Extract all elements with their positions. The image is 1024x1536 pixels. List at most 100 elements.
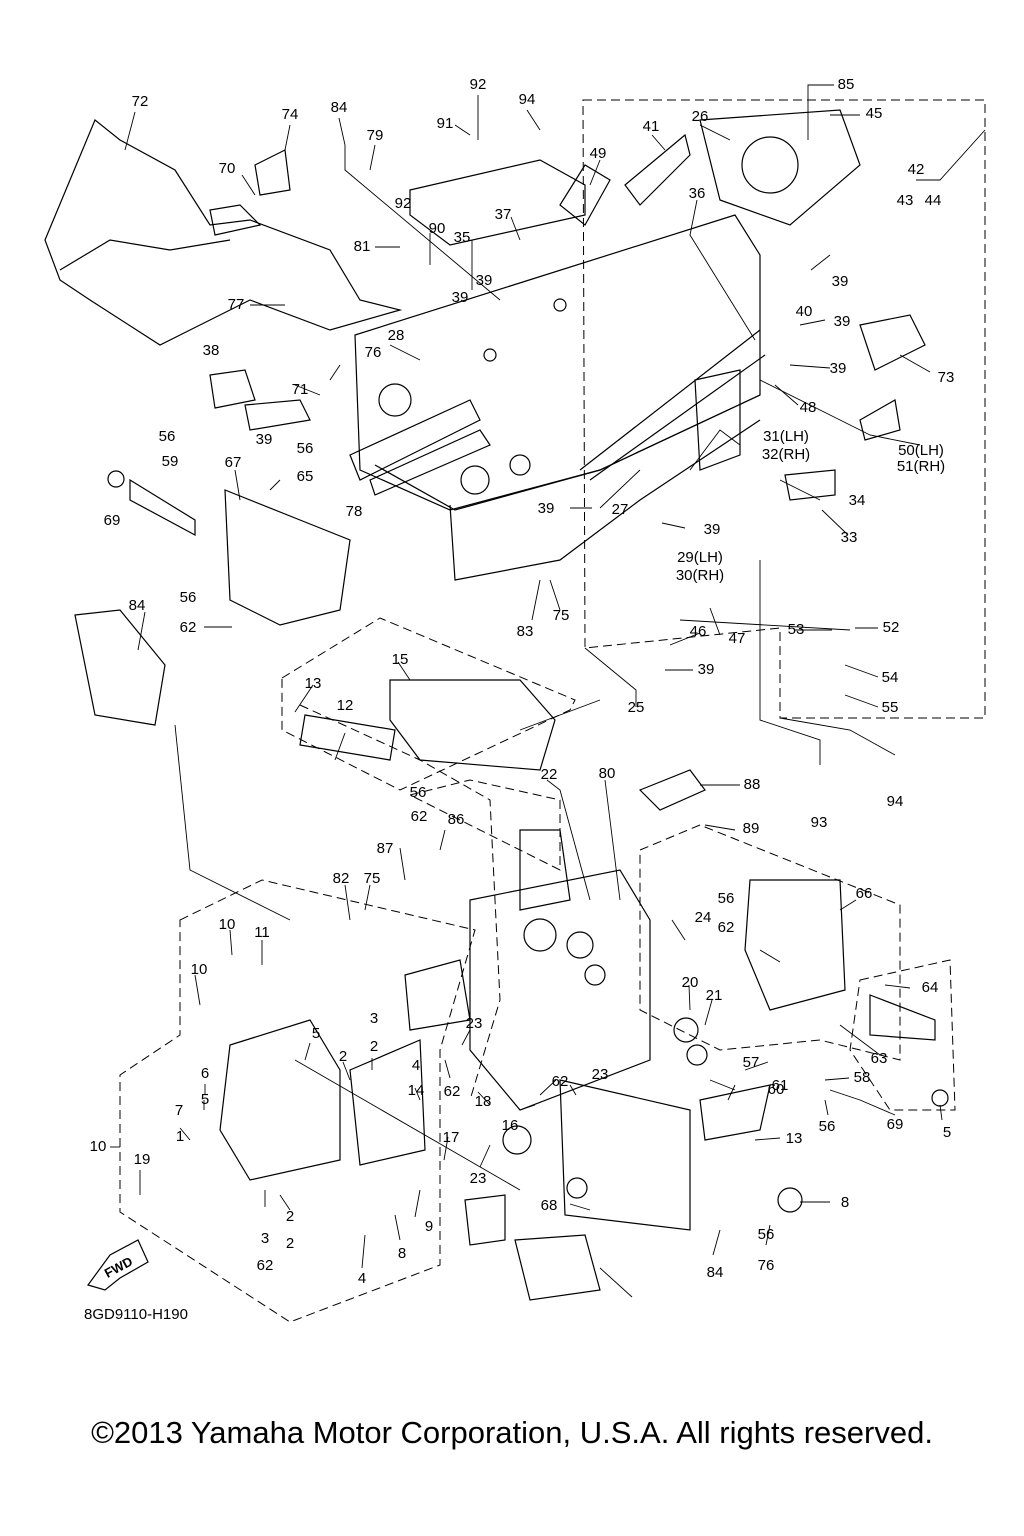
callout-label: 62 — [257, 1257, 274, 1274]
callout-label: 72 — [132, 93, 149, 110]
callout-label: 67 — [225, 454, 242, 471]
callout-label: 68 — [541, 1197, 558, 1214]
callout-label: 84 — [331, 99, 348, 116]
callout-label: 5 — [312, 1025, 320, 1042]
callout-label: 33 — [841, 529, 858, 546]
callout-label: 42 — [908, 161, 925, 178]
callout-label: 85 — [838, 76, 855, 93]
callout-label: 13 — [786, 1130, 803, 1147]
callout-label: 50(LH) — [898, 442, 944, 459]
callout-label: 61 — [772, 1077, 789, 1094]
callout-label: 93 — [811, 814, 828, 831]
callout-label: 51(RH) — [897, 458, 945, 475]
callout-label: 54 — [882, 669, 899, 686]
callout-label: 39 — [832, 273, 849, 290]
callout-label: 76 — [365, 344, 382, 361]
callout-label: 62 — [444, 1083, 461, 1100]
callout-label: 39 — [704, 521, 721, 538]
callout-label: 89 — [743, 820, 760, 837]
callout-label: 49 — [590, 145, 607, 162]
callout-label: 56 — [758, 1226, 775, 1243]
callout-label: 22 — [541, 766, 558, 783]
callout-label: 65 — [297, 468, 314, 485]
callout-label: 26 — [692, 108, 709, 125]
callout-label: 9 — [425, 1218, 433, 1235]
callout-label: 92 — [395, 195, 412, 212]
drawing-code: 8GD9110-H190 — [84, 1306, 188, 1323]
callout-label: 3 — [261, 1230, 269, 1247]
fwd-label: FWD — [102, 1254, 135, 1281]
group-boundaries — [119, 99, 986, 1323]
callout-label: 20 — [682, 974, 699, 991]
callout-label: 87 — [377, 840, 394, 857]
callout-label: 5 — [201, 1091, 209, 1108]
callout-label: 56 — [180, 589, 197, 606]
callout-label: 23 — [592, 1066, 609, 1083]
callout-label: 32(RH) — [762, 446, 810, 463]
callout-label: 12 — [337, 697, 354, 714]
callout-label: 4 — [412, 1057, 420, 1074]
lower-assemblies — [74, 609, 936, 1301]
callout-label: 13 — [305, 675, 322, 692]
callout-label: 39 — [452, 289, 469, 306]
callout-label: 52 — [883, 619, 900, 636]
callout-label: 37 — [495, 206, 512, 223]
callout-label: 57 — [743, 1054, 760, 1071]
callout-label: 24 — [695, 909, 712, 926]
callout-label: 91 — [437, 115, 454, 132]
callout-label: 79 — [367, 127, 384, 144]
callout-label: 30(RH) — [676, 567, 724, 584]
callout-label: 60 — [768, 1081, 785, 1098]
tunnel-holes — [378, 136, 799, 495]
callout-label: 48 — [800, 399, 817, 416]
callout-label: 63 — [871, 1050, 888, 1067]
callout-label: 62 — [552, 1073, 569, 1090]
callout-label: 38 — [203, 342, 220, 359]
callout-label: 39 — [476, 272, 493, 289]
callout-label: 39 — [698, 661, 715, 678]
callout-label: 66 — [856, 885, 873, 902]
hood-nose — [44, 119, 403, 346]
callout-label: 80 — [599, 765, 616, 782]
callout-label: 81 — [354, 238, 371, 255]
callout-label: 56 — [159, 428, 176, 445]
callout-label: 15 — [392, 651, 409, 668]
callout-label: 62 — [411, 808, 428, 825]
callout-label: 36 — [689, 185, 706, 202]
callout-label: 71 — [292, 381, 309, 398]
callout-label: 84 — [129, 597, 146, 614]
callout-label: 39 — [834, 313, 851, 330]
callout-label: 10 — [90, 1138, 107, 1155]
callout-label: 39 — [256, 431, 273, 448]
callout-label: 25 — [628, 699, 645, 716]
callout-label: 44 — [925, 192, 942, 209]
lower-holes — [107, 470, 949, 1213]
callout-label: 82 — [333, 870, 350, 887]
callout-label: 47 — [729, 630, 746, 647]
callout-label: 29(LH) — [677, 549, 723, 566]
callout-label: 59 — [162, 453, 179, 470]
callout-label: 56 — [410, 784, 427, 801]
fwd-arrow-icon: FWD — [87, 1239, 149, 1291]
callout-label: 94 — [887, 793, 904, 810]
callout-label: 27 — [612, 501, 629, 518]
callout-label: 55 — [882, 699, 899, 716]
callout-label: 23 — [470, 1170, 487, 1187]
callout-label: 16 — [502, 1117, 519, 1134]
callout-label: 46 — [690, 623, 707, 640]
callout-label: 45 — [866, 105, 883, 122]
callout-label: 10 — [191, 961, 208, 978]
callout-label: 5 — [943, 1124, 951, 1141]
callout-label: 64 — [922, 979, 939, 996]
callout-label: 90 — [429, 220, 446, 237]
callout-label: 83 — [517, 623, 534, 640]
copyright-notice: ©2013 Yamaha Motor Corporation, U.S.A. A… — [91, 1415, 933, 1450]
callout-label: 62 — [718, 919, 735, 936]
callout-label: 58 — [854, 1069, 871, 1086]
callout-label: 19 — [134, 1151, 151, 1168]
callout-label: 2 — [286, 1208, 294, 1225]
callout-label: 73 — [938, 369, 955, 386]
callout-label: 8 — [841, 1194, 849, 1211]
